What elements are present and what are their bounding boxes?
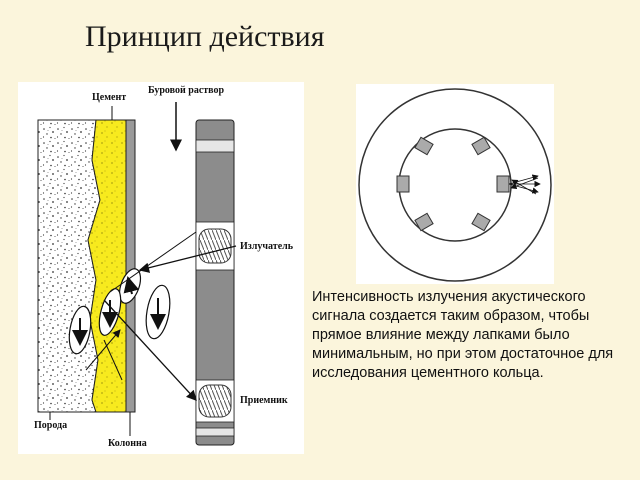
emitter-coil (198, 228, 232, 264)
pad-right (496, 175, 510, 193)
signal-arrows (508, 174, 541, 195)
logging-tool-body (195, 119, 235, 446)
emitter-pointer-arrow (138, 245, 237, 273)
label-emitter: Излучатель (240, 241, 294, 252)
wave-packet-1 (118, 268, 142, 304)
pad-top-right (471, 136, 491, 156)
tool-stripe-top (195, 139, 235, 153)
label-cement: Цемент (92, 92, 127, 103)
rock-formation (37, 119, 101, 413)
ray-line-3 (103, 339, 123, 381)
label-casing: Колонна (108, 438, 147, 449)
pad-bottom-left (414, 212, 434, 232)
pad-top-left (414, 136, 434, 156)
label-drilling-fluid: Буровой раствор (148, 85, 225, 96)
receiver-pointer-arrow (103, 299, 197, 401)
casing-wall (125, 119, 136, 413)
label-receiver: Приемник (240, 395, 288, 406)
receiver-coil (198, 384, 232, 418)
ray-line-2 (85, 329, 121, 371)
pad-left (396, 175, 410, 193)
tool-stripe-bottom (195, 427, 235, 437)
tool-top-view (358, 88, 552, 282)
wave-packet-2 (145, 284, 171, 340)
ray-line-1 (109, 231, 197, 293)
pad-bottom-right (471, 212, 491, 232)
slide-title: Принцип действия (85, 20, 325, 53)
label-rock: Порода (34, 420, 68, 431)
description-text: Интенсивность излучения акустического си… (312, 289, 614, 381)
wave-packet-4 (68, 305, 92, 355)
